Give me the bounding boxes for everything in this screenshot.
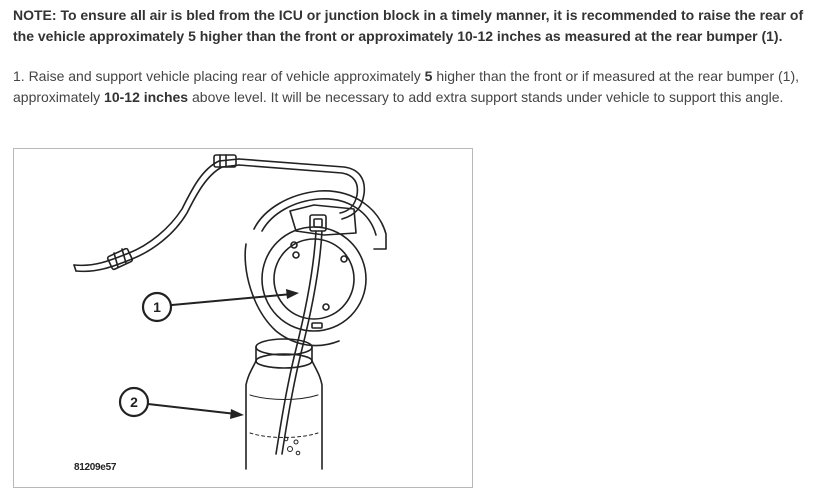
callout-circle-2 <box>118 386 150 418</box>
callout-label-2: 2 <box>130 394 138 410</box>
bleeder-hose <box>275 230 323 455</box>
arrow-head-1 <box>286 289 299 299</box>
step-1-bold-measure: 10-12 inches <box>104 89 189 105</box>
brake-bleed-illustration: 1 2 81209e57 <box>13 148 473 488</box>
figure-id-label: 81209e57 <box>74 462 117 473</box>
step-1-middle: higher than the front or if measured at … <box>13 68 799 105</box>
step-1-prefix: 1. Raise and support vehicle placing rea… <box>13 68 425 84</box>
brake-line <box>73 154 366 273</box>
callout-leaders <box>147 293 293 415</box>
callout-label-1: 1 <box>153 299 161 315</box>
brake-backing-plate <box>244 190 387 347</box>
callout-circle-1 <box>141 291 173 323</box>
illustration-drawing: 1 2 <box>73 154 387 470</box>
step-1-bold-value: 5 <box>424 68 433 84</box>
fluid-bottle <box>245 338 323 470</box>
step-1-paragraph: 1. Raise and support vehicle placing rea… <box>13 66 828 108</box>
step-1-suffix: above level. It will be necessary to add… <box>188 89 784 105</box>
note-text: NOTE: To ensure all air is bled from the… <box>13 7 804 44</box>
arrow-head-2 <box>230 409 244 419</box>
note-paragraph: NOTE: To ensure all air is bled from the… <box>13 5 828 47</box>
